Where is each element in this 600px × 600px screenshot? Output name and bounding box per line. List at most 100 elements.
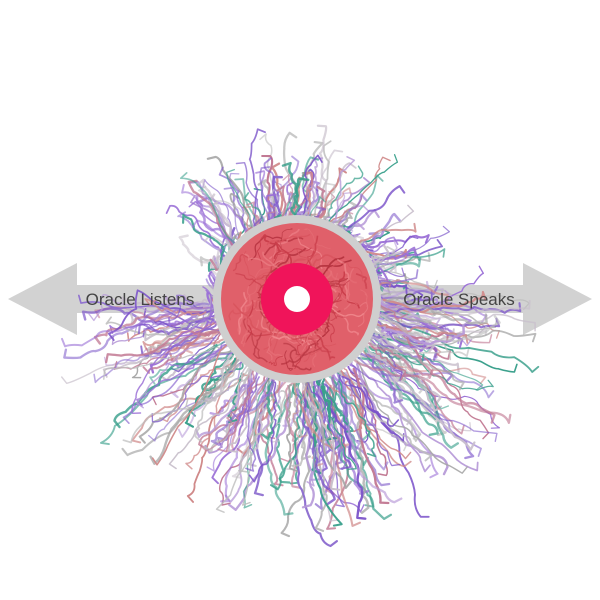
core-strand	[284, 350, 294, 371]
strand	[285, 384, 298, 473]
strand	[61, 304, 227, 348]
strand	[144, 298, 207, 316]
strand	[338, 374, 361, 451]
strand	[194, 363, 240, 443]
core-strand	[240, 319, 260, 344]
strand	[315, 378, 338, 441]
strand	[381, 337, 484, 391]
strand	[151, 331, 234, 466]
core-strand	[254, 246, 276, 283]
oracle-speaks-label: Oracle Speaks	[403, 290, 515, 309]
oracle-listens-label: Oracle Listens	[86, 290, 195, 309]
strand	[292, 382, 309, 438]
core-strand	[266, 233, 311, 246]
strand	[353, 353, 495, 399]
strand	[385, 296, 488, 325]
strand	[365, 319, 469, 344]
left-arrow-shape	[8, 263, 232, 335]
strand	[351, 355, 512, 424]
strand	[353, 337, 476, 451]
strand	[205, 354, 233, 402]
core-strand	[243, 318, 261, 359]
strand	[377, 287, 530, 310]
core-strand	[289, 349, 312, 371]
strand	[245, 376, 260, 472]
core-strand	[263, 237, 304, 256]
strand	[103, 346, 221, 380]
strand	[379, 337, 431, 380]
pupil-center	[284, 286, 310, 312]
core-strand	[330, 261, 364, 282]
strand	[248, 381, 278, 483]
strand	[363, 350, 437, 420]
oracle-core	[213, 215, 381, 383]
core-strand	[342, 316, 360, 336]
strand	[361, 325, 488, 351]
strand	[380, 324, 465, 346]
core-strand	[242, 314, 254, 347]
strand	[227, 372, 243, 424]
strand	[381, 312, 501, 343]
core-strand	[262, 234, 282, 260]
strand	[339, 374, 401, 467]
strand	[217, 371, 270, 453]
core-strand	[310, 327, 336, 361]
strand	[151, 329, 225, 406]
core-strand	[273, 247, 312, 264]
strand-burst	[60, 124, 540, 548]
strand	[238, 390, 287, 473]
strand	[225, 370, 293, 453]
strand	[260, 381, 274, 440]
core-strand	[360, 289, 368, 308]
strand	[367, 305, 537, 343]
strand	[385, 326, 449, 344]
core-strand	[243, 253, 283, 267]
core-strand	[242, 250, 266, 283]
strand	[113, 323, 219, 370]
core-strand	[281, 330, 320, 347]
strand	[371, 345, 407, 381]
strand	[333, 364, 363, 433]
strand	[356, 360, 468, 474]
strand	[302, 373, 345, 508]
strand	[201, 362, 232, 401]
strand	[338, 380, 377, 458]
strand	[268, 390, 284, 443]
strand	[149, 358, 240, 465]
strand	[137, 317, 215, 335]
strand	[107, 289, 225, 342]
left-arrow	[8, 263, 232, 335]
strand	[345, 371, 403, 504]
core-strand	[303, 228, 331, 249]
core-strand	[228, 299, 254, 321]
core-strand	[237, 299, 263, 334]
strand	[131, 286, 212, 415]
core-strand	[268, 247, 307, 274]
core-strand	[268, 355, 284, 367]
strand	[165, 341, 226, 369]
strand	[302, 369, 352, 489]
strand	[300, 376, 341, 491]
strand	[306, 384, 323, 487]
strand	[367, 359, 479, 472]
strand	[264, 382, 299, 516]
strand	[341, 375, 400, 427]
strand	[226, 361, 258, 425]
core-strand	[290, 336, 332, 353]
strand	[313, 368, 343, 455]
core-strand	[338, 271, 360, 309]
strand	[378, 344, 494, 391]
strand	[295, 388, 324, 465]
strand	[113, 343, 218, 429]
core-strand	[281, 342, 319, 365]
strand	[142, 294, 204, 338]
strand	[122, 345, 246, 424]
strand	[242, 379, 259, 506]
core-strand	[268, 228, 300, 260]
core-strand	[343, 267, 355, 311]
core-strand	[232, 302, 268, 333]
strand	[360, 367, 431, 473]
strand	[382, 290, 487, 314]
strand	[380, 299, 531, 321]
